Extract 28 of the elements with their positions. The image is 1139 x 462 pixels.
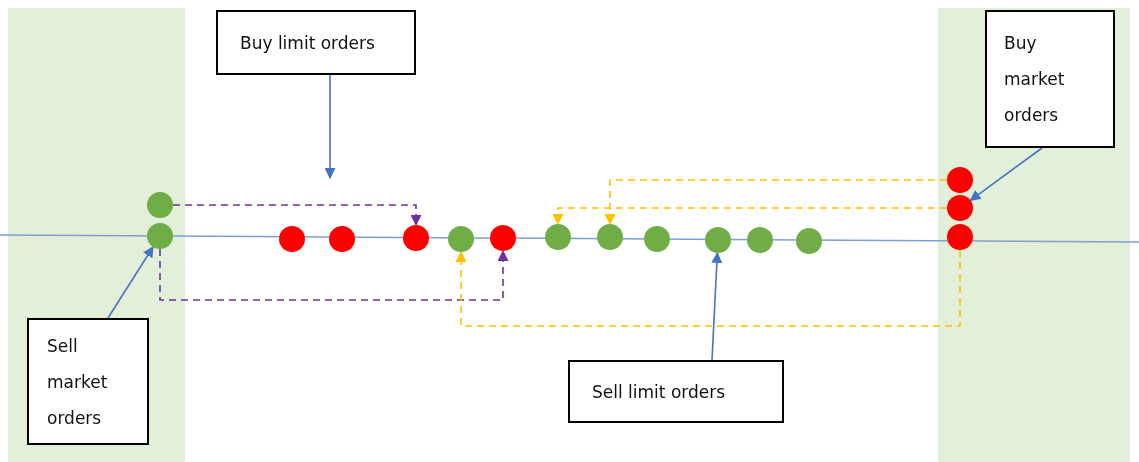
text-box xyxy=(216,10,416,75)
order-dot xyxy=(403,225,429,251)
order-dot xyxy=(747,227,773,253)
arrow xyxy=(604,179,948,226)
arrow xyxy=(159,248,509,301)
order-dot xyxy=(279,226,305,252)
order-dot xyxy=(545,224,571,250)
arrow xyxy=(711,251,723,361)
order-dot xyxy=(597,224,623,250)
box-label: Buy limit orders xyxy=(240,31,376,55)
arrow xyxy=(552,207,948,226)
order-dot xyxy=(796,228,822,254)
order-dot xyxy=(490,225,516,251)
box-label: Sell market orders xyxy=(47,334,109,430)
order-dot xyxy=(448,226,474,252)
order-dot xyxy=(705,227,731,253)
order-dot xyxy=(329,226,355,252)
box-label: Sell limit orders xyxy=(592,380,727,404)
text-box xyxy=(568,360,784,423)
text-box xyxy=(27,318,149,445)
text-box xyxy=(985,10,1115,148)
arrow xyxy=(324,74,336,180)
box-label: Buy market orders xyxy=(1004,32,1066,127)
arrow xyxy=(969,147,1043,202)
arrow xyxy=(172,204,422,227)
arrow xyxy=(455,249,961,327)
arrow xyxy=(107,246,154,319)
order-dot xyxy=(644,226,670,252)
